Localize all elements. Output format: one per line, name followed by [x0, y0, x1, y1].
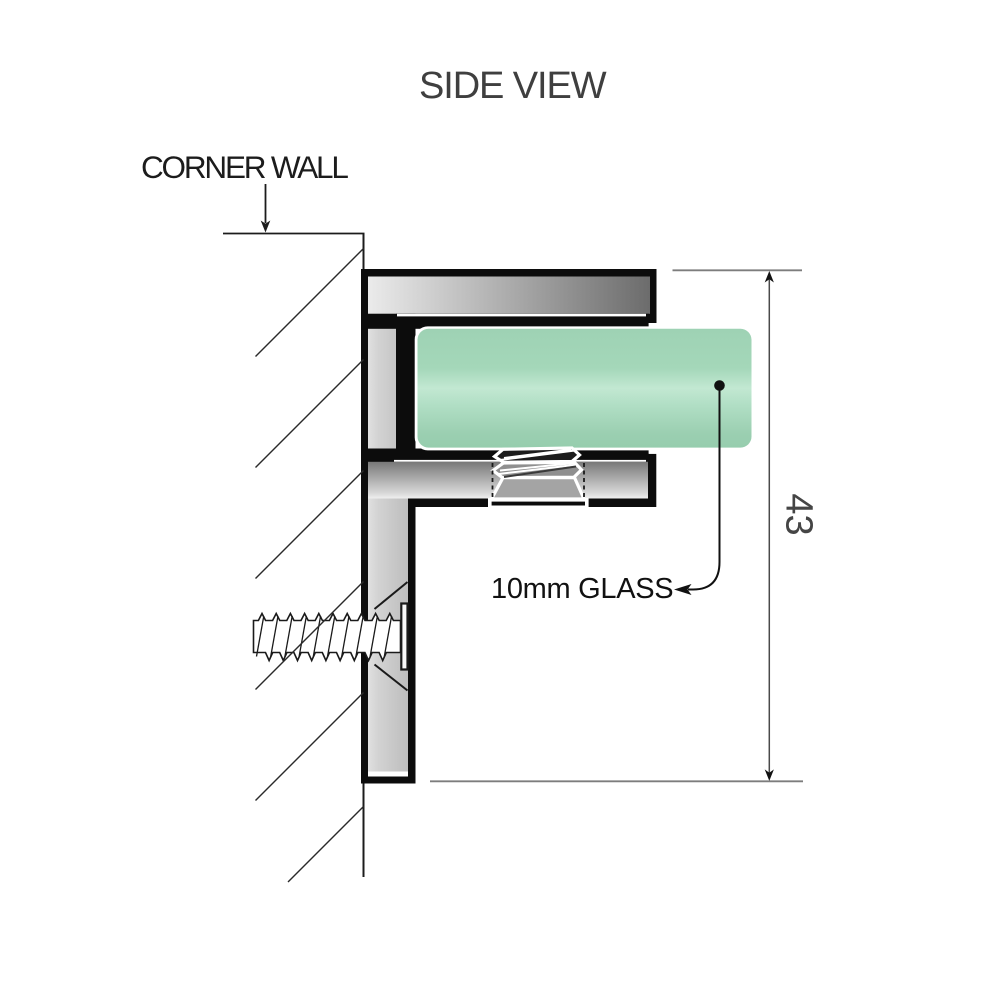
svg-text:43: 43	[777, 493, 819, 535]
